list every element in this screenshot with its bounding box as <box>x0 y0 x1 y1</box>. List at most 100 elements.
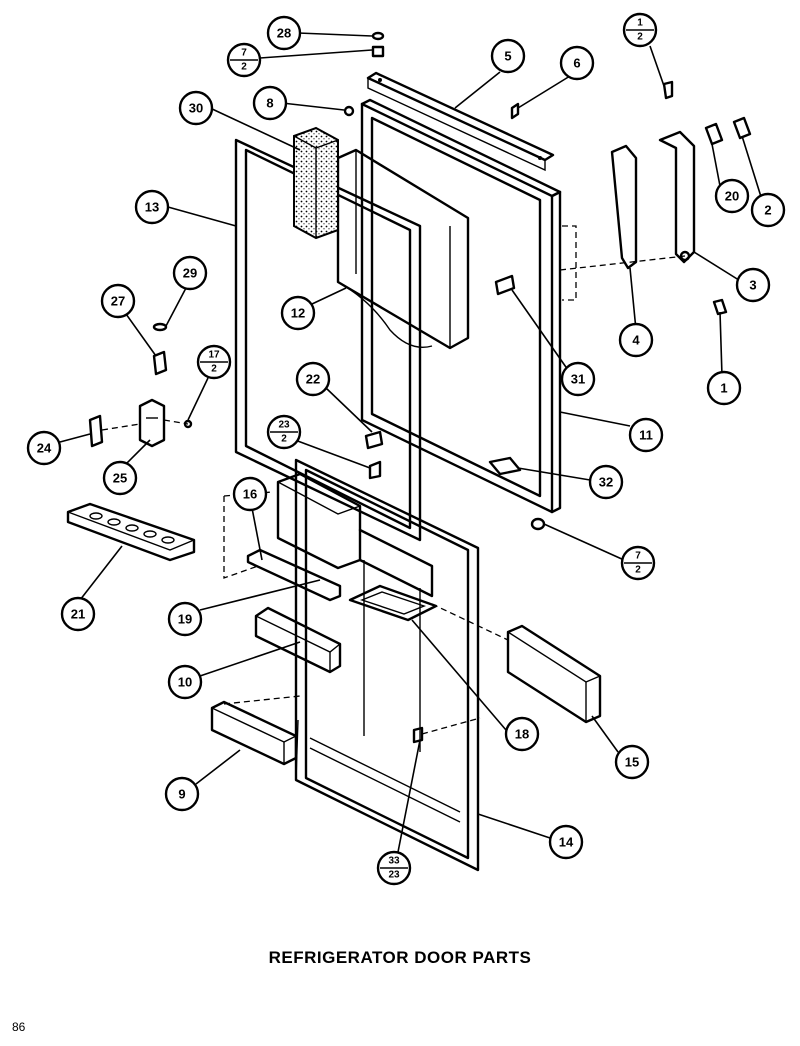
callout-circle <box>750 192 786 228</box>
callout-10: 10 <box>167 664 203 700</box>
door-bin-part-10 <box>254 606 342 674</box>
callout-top-number: 33 <box>388 856 400 867</box>
callout-27: 27 <box>100 283 136 319</box>
callout-6: 6 <box>559 45 595 81</box>
callout-number: 22 <box>306 372 320 387</box>
callout-circle <box>167 601 203 637</box>
callout-28: 28 <box>266 15 302 51</box>
callout-circle <box>26 430 62 466</box>
door-closer-assembly-parts-24-25-27-29 <box>88 322 193 448</box>
callout-circle <box>548 824 584 860</box>
callout-circle <box>295 361 331 397</box>
callout-number: 25 <box>113 471 127 486</box>
callout-number: 27 <box>111 294 125 309</box>
callout-bottom-number: 2 <box>211 364 217 375</box>
callout-14: 14 <box>548 824 584 860</box>
callout-number: 32 <box>599 475 613 490</box>
callout-7-2: 72 <box>226 42 262 78</box>
callout-18: 18 <box>504 716 540 752</box>
trim-strip-part-15 <box>431 603 602 724</box>
callout-31: 31 <box>560 361 596 397</box>
callout-bottom-number: 2 <box>241 62 247 73</box>
top-hardware-group <box>343 31 520 120</box>
callout-4: 4 <box>618 322 654 358</box>
callout-13: 13 <box>134 189 170 225</box>
callout-number: 10 <box>178 675 192 690</box>
callout-number: 5 <box>504 49 511 64</box>
hinge-bracket-part-4 <box>610 144 638 270</box>
callout-15: 15 <box>614 744 650 780</box>
callout-circle <box>60 596 96 632</box>
callout-top-number: 17 <box>208 350 220 361</box>
callout-17-2: 172 <box>196 344 232 380</box>
callout-22: 22 <box>295 361 331 397</box>
callout-number: 2 <box>764 203 771 218</box>
callout-number: 11 <box>639 428 653 443</box>
callout-number: 28 <box>277 26 291 41</box>
callout-number: 29 <box>183 266 197 281</box>
hinge-bracket-part-3 <box>658 130 696 264</box>
callout-24: 24 <box>26 430 62 466</box>
callout-8: 8 <box>252 85 288 121</box>
callout-circle <box>706 370 742 406</box>
callout-circle <box>280 295 316 331</box>
callout-19: 19 <box>167 601 203 637</box>
callout-circle <box>559 45 595 81</box>
hinge-screw-part-1b <box>712 298 728 316</box>
callout-number: 9 <box>178 787 185 802</box>
callout-21: 21 <box>60 596 96 632</box>
shim-parts-20-2 <box>704 116 752 146</box>
callout-circle <box>618 322 654 358</box>
callout-29: 29 <box>172 255 208 291</box>
callout-top-number: 7 <box>635 551 641 562</box>
callout-32: 32 <box>588 464 624 500</box>
callout-number: 12 <box>291 306 305 321</box>
callout-number: 8 <box>266 96 273 111</box>
callout-1-2: 12 <box>622 12 658 48</box>
callout-3: 3 <box>735 267 771 303</box>
callout-circle <box>100 283 136 319</box>
door-bumper <box>530 517 546 531</box>
callout-circle <box>102 460 138 496</box>
callout-23-2: 232 <box>266 414 302 450</box>
callout-number: 3 <box>749 278 756 293</box>
insulation-block-part-30 <box>293 126 339 240</box>
callout-number: 24 <box>37 441 52 456</box>
callout-11: 11 <box>628 417 664 453</box>
callout-circle <box>490 38 526 74</box>
callout-circle <box>560 361 596 397</box>
callout-7-2: 72 <box>620 545 656 581</box>
callout-number: 15 <box>625 755 639 770</box>
callout-number: 21 <box>71 607 85 622</box>
leader-lines <box>59 32 763 853</box>
callout-number: 16 <box>243 487 257 502</box>
callout-12: 12 <box>280 295 316 331</box>
callout-2: 2 <box>750 192 786 228</box>
callout-circle <box>614 744 650 780</box>
callout-circle <box>504 716 540 752</box>
callout-bottom-number: 2 <box>281 434 287 445</box>
clip-part-31 <box>494 274 516 296</box>
page-number: 86 <box>12 1020 26 1034</box>
callout-number: 31 <box>571 372 585 387</box>
callout-circle <box>178 90 214 126</box>
callout-top-number: 7 <box>241 48 247 59</box>
callout-number: 30 <box>189 101 203 116</box>
refrigerator-door-liner-part-14 <box>294 458 480 872</box>
diagram-caption: REFRIGERATOR DOOR PARTS <box>268 948 532 967</box>
callout-circle <box>164 776 200 812</box>
callout-30: 30 <box>178 90 214 126</box>
egg-tray-part-21 <box>66 502 196 562</box>
callout-number: 20 <box>725 189 739 204</box>
clip-part-32 <box>488 456 522 476</box>
callout-circle <box>714 178 750 214</box>
callout-circle <box>167 664 203 700</box>
callout-circle <box>266 15 302 51</box>
callout-circle <box>172 255 208 291</box>
callout-circle <box>252 85 288 121</box>
callout-circle <box>232 476 268 512</box>
callout-bottom-number: 2 <box>637 32 643 43</box>
clip-part-22 <box>364 430 384 480</box>
